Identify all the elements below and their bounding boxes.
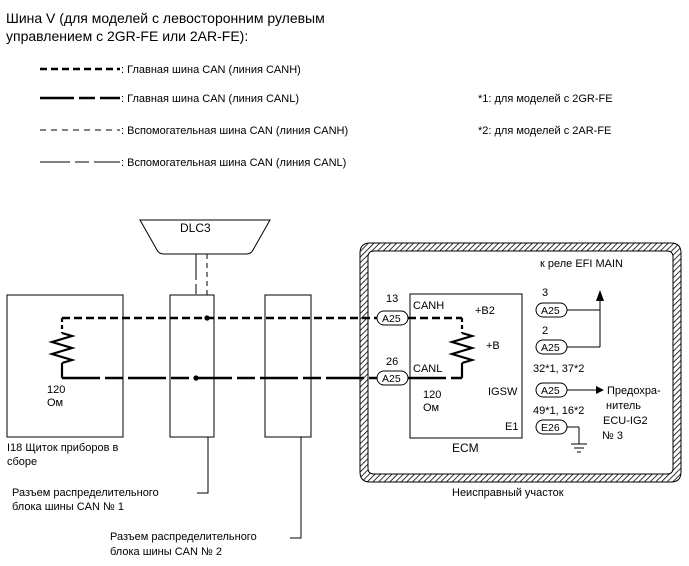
- note-1: *1: для моделей с 2GR-FE: [478, 93, 613, 105]
- igsw-connector-label: A25: [541, 385, 560, 397]
- igsw-pin: 32*1, 37*2: [533, 363, 584, 375]
- b2-connector-label: A25: [541, 305, 560, 317]
- b2-pin: 3: [542, 287, 548, 299]
- canl-label: CANL: [413, 363, 442, 375]
- igsw-label: IGSW: [488, 386, 518, 398]
- b-connector-label: A25: [541, 342, 560, 354]
- note-2: *2: для моделей с 2AR-FE: [478, 125, 611, 137]
- title-line-1: Шина V (для моделей с левосторонним руле…: [6, 10, 325, 26]
- legend-label-sub-canh: : Вспомогательная шина CAN (линия CANH): [121, 125, 348, 137]
- b2-label: +B2: [475, 305, 495, 317]
- ecm-resistance-value: 120: [423, 389, 441, 401]
- ecm: ECM 13 A25 CANH 26 A25 CANL 120 Ом +B2 3…: [376, 287, 584, 455]
- junction-2-label-line-2: блока шины CAN № 2: [110, 546, 222, 558]
- canl-pin: 26: [386, 356, 398, 368]
- ecm-resistance-unit: Ом: [423, 402, 439, 414]
- dlc3-connector: DLC3: [139, 219, 271, 378]
- meter-label-line-1: I18 Щиток приборов в: [7, 442, 118, 454]
- fuse-label-line-3: ECU-IG2: [603, 415, 648, 427]
- faulty-area-label: Неисправный участок: [452, 487, 564, 499]
- junction-1-label-line-1: Разъем распределительного: [12, 487, 159, 499]
- meter-resistance-value: 120: [47, 384, 65, 396]
- canl-connector-label: A25: [382, 373, 401, 385]
- ecm-resistor: [448, 331, 476, 365]
- fuse-label-line-2: нитель: [606, 400, 641, 412]
- meter-resistance-unit: Ом: [47, 397, 63, 409]
- fuse-label-line-1: Предохра-: [607, 385, 661, 397]
- legend-label-sub-canl: : Вспомогательная шина CAN (линия CANL): [121, 157, 346, 169]
- faulty-area-frame: [359, 242, 682, 483]
- ecm-name: ECM: [452, 441, 479, 455]
- junction-2-label-line-1: Разъем распределительного: [110, 531, 257, 543]
- meter-resistor: [48, 331, 76, 365]
- fuse-label-line-4: № 3: [602, 430, 623, 442]
- meter-label-line-2: сборе: [7, 456, 37, 468]
- fuse-arrow: [596, 386, 604, 394]
- title-line-2: управлением с 2GR-FE или 2AR-FE):: [6, 28, 249, 44]
- junction-1-label-line-2: блока шины CAN № 1: [12, 501, 124, 513]
- diagram-title: Шина V (для моделей с левосторонним руле…: [6, 9, 325, 45]
- e1-label: E1: [505, 421, 518, 433]
- junction-2-leader: [290, 437, 302, 539]
- legend-label-main-canl: : Главная шина CAN (линия CANL): [121, 93, 299, 105]
- canh-pin: 13: [386, 293, 398, 305]
- e1-connector-label: E26: [541, 422, 560, 434]
- combination-meter: 120 Ом: [6, 294, 124, 438]
- legend: : Главная шина CAN (линия CANH) : Главна…: [40, 64, 348, 169]
- e1-pin: 49*1, 16*2: [533, 405, 584, 417]
- legend-label-main-canh: : Главная шина CAN (линия CANH): [121, 64, 301, 76]
- b-pin: 2: [542, 325, 548, 337]
- canh-connector-label: A25: [382, 313, 401, 325]
- canh-junction-dot: [204, 315, 210, 321]
- relay-label: к реле EFI MAIN: [540, 258, 623, 270]
- junction-connector-2: [264, 294, 312, 438]
- junction-1-leader: [197, 437, 209, 494]
- b-label: +B: [486, 340, 500, 352]
- power-wiring: [567, 290, 604, 444]
- canl-junction-dot: [193, 375, 199, 381]
- dlc3-label: DLC3: [180, 221, 211, 235]
- relay-arrow: [596, 290, 604, 301]
- canh-label: CANH: [413, 300, 444, 312]
- ground-icon: [571, 443, 587, 453]
